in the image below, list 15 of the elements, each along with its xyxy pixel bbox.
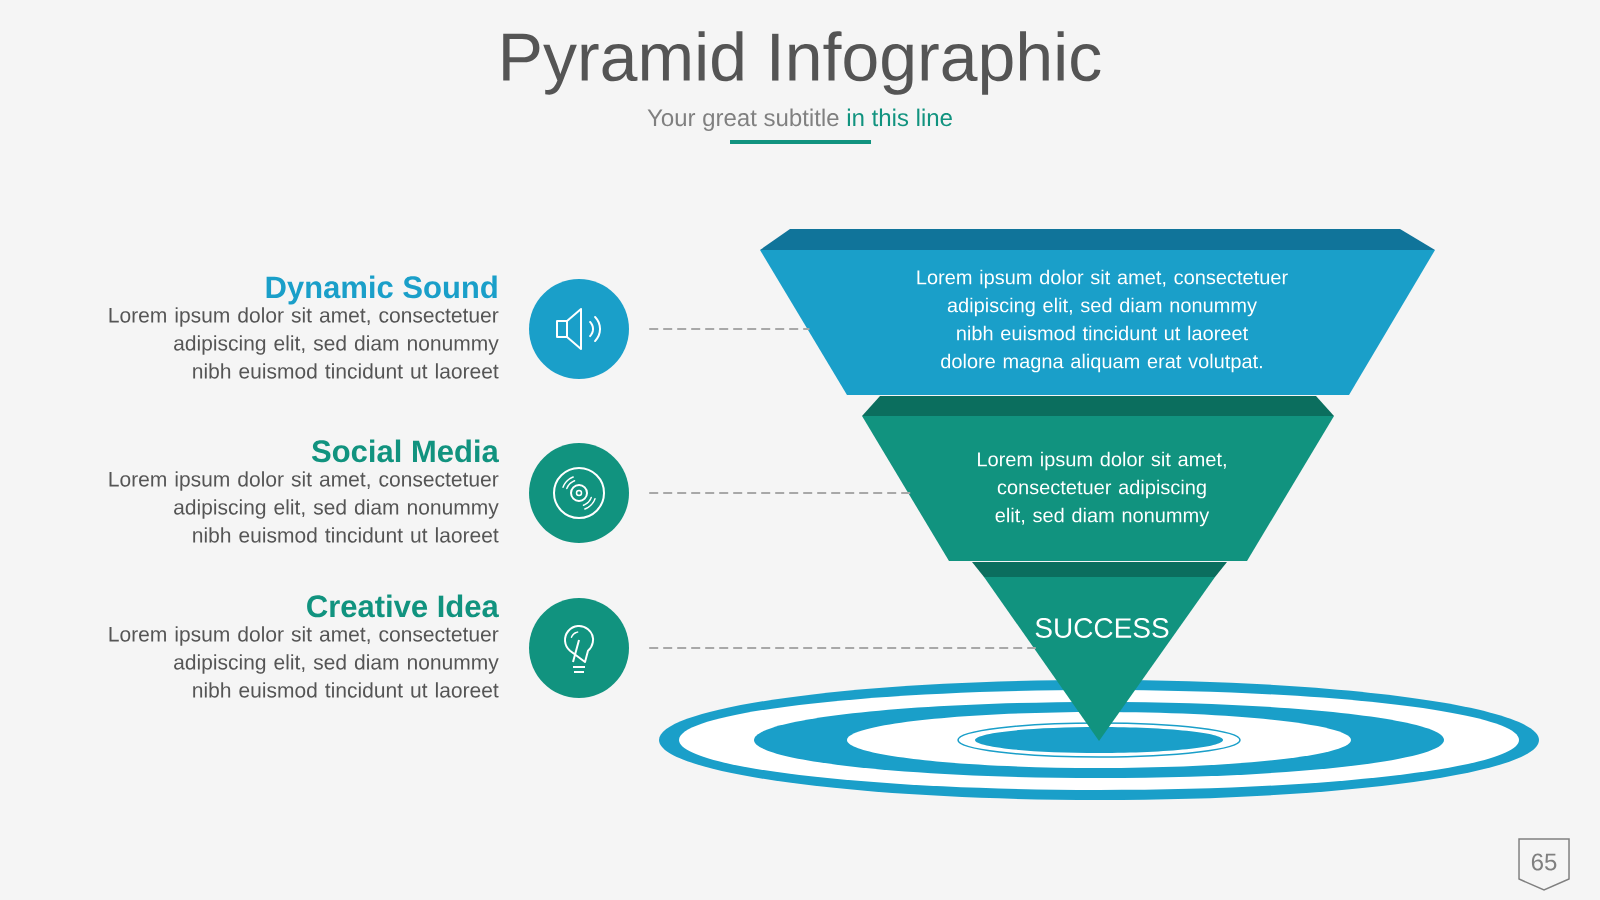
page-number-badge: 65: [1518, 838, 1570, 891]
title: Pyramid Infographic: [503, 31, 1101, 95]
dashed-connector: [648, 328, 811, 330]
dashed-connector: [648, 492, 912, 494]
dashed-connector: [648, 647, 1037, 649]
description: Lorem ipsum dolor sit amet, consectetuer adipiscing elit, sed diam nonummy nibh euismod tincidunt ut laoreet: [109, 471, 499, 543]
pyramid-tip: SUCCESS: [972, 562, 1227, 741]
heading: Dynamic Sound: [266, 275, 497, 305]
heading: Creative Idea: [307, 594, 499, 618]
pyramid-layer: Lorem ipsum dolor sit amet, consectetuer adipiscing elit, sed diam nonummy: [862, 396, 1334, 561]
description: Lorem ipsum dolor sit amet, consectetuer adipiscing elit, sed diam nonummy nibh euismod tincidunt ut laoreet: [109, 626, 499, 698]
heading: Social Media: [311, 439, 499, 463]
pyramid-layer: Lorem ipsum dolor sit amet, consectetuer adipiscing elit, sed diam nonummy nibh euismod tincidunt ut laoreet dolore magna aliquam erat volutpat.: [760, 229, 1435, 395]
description: Lorem ipsum dolor sit amet, consectetuer adipiscing elit, sed diam nonummy nibh euismod tincidunt ut laoreet: [109, 307, 499, 379]
subtitle: Your great subtitle in this line: [647, 108, 952, 131]
